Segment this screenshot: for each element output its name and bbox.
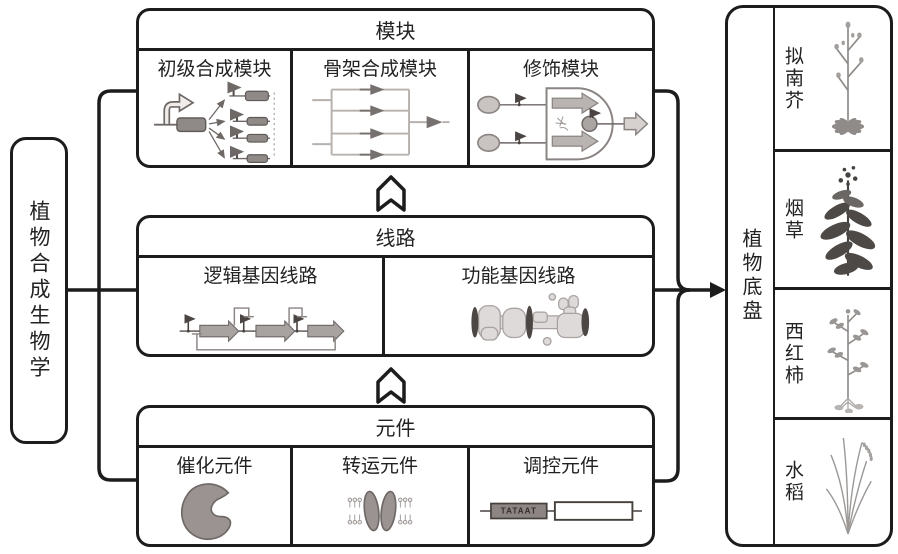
cell-modification-module: 修饰模块 <box>470 51 652 165</box>
modification-module-icon <box>470 81 652 165</box>
modules-header: 模块 <box>139 11 652 51</box>
cell-label: 修饰模块 <box>522 59 599 80</box>
cell-label: 功能基因线路 <box>461 266 576 287</box>
modules-box: 模块 初级合成模块 <box>136 8 655 168</box>
skeleton-synthesis-module-icon <box>293 81 467 165</box>
chassis-label: 植物底盘 <box>739 228 761 324</box>
plant-label: 拟南芥 <box>782 45 803 112</box>
cell-logic-gene-circuit: 逻辑基因线路 <box>139 258 385 354</box>
cell-label: 逻辑基因线路 <box>203 266 318 287</box>
root-node-box: 植物合成生物学 <box>10 137 68 444</box>
chassis-arrowhead-icon <box>710 282 726 298</box>
elements-cells: 催化元件 转运元件 <box>139 448 652 544</box>
cell-label: 转运元件 <box>341 456 418 477</box>
elements-box: 元件 催化元件 转运元件 <box>136 405 655 547</box>
right-bus-bottom-line <box>651 288 691 483</box>
plant-label: 烟草 <box>782 197 803 242</box>
cell-transport-element: 转运元件 <box>293 448 470 544</box>
cell-label: 骨架合成模块 <box>322 59 437 80</box>
chassis-panels: 拟南芥 <box>775 8 890 544</box>
plant-label: 水稻 <box>782 460 803 504</box>
catalytic-element-icon <box>139 478 290 544</box>
plant-panel-rice: 水稻 <box>775 420 890 544</box>
circuits-cells: 逻辑基因线路 <box>139 258 652 354</box>
plant-label: 西红柿 <box>782 320 803 387</box>
tataat-box-label: TATAAT <box>501 507 537 516</box>
up-chevron-icon-elements-to-circuits <box>376 175 406 212</box>
tobacco-plant-image <box>806 157 890 283</box>
cell-label: 催化元件 <box>176 456 253 477</box>
transport-element-icon <box>293 478 467 544</box>
plant-panel-tomato: 西红柿 <box>775 290 890 420</box>
primary-synthesis-module-icon <box>139 81 290 165</box>
chassis-label-strip: 植物底盘 <box>728 8 775 544</box>
cell-primary-synthesis-module: 初级合成模块 <box>139 51 293 165</box>
cell-label: 调控元件 <box>522 456 599 477</box>
up-chevron-icon-circuits-to-modules <box>376 367 406 404</box>
circuits-header: 线路 <box>139 218 652 258</box>
logic-gene-circuit-icon <box>139 288 382 354</box>
arabidopsis-plant-image <box>806 14 890 144</box>
functional-gene-circuit-icon <box>385 288 652 354</box>
right-bus-top-line <box>651 89 691 292</box>
cell-label: 初级合成模块 <box>157 59 272 80</box>
cell-regulatory-element: 调控元件 TATAAT <box>470 448 652 544</box>
tomato-plant-image <box>806 295 890 413</box>
left-bus-line <box>97 89 140 482</box>
elements-header: 元件 <box>139 408 652 448</box>
cell-catalytic-element: 催化元件 <box>139 448 293 544</box>
cell-functional-gene-circuit: 功能基因线路 <box>385 258 652 354</box>
chassis-box: 植物底盘 拟南芥 <box>725 5 893 547</box>
plant-panel-arabidopsis: 拟南芥 <box>775 8 890 152</box>
cell-skeleton-synthesis-module: 骨架合成模块 <box>293 51 470 165</box>
plant-panel-tobacco: 烟草 <box>775 152 890 290</box>
rice-plant-image <box>806 424 890 540</box>
circuits-box: 线路 逻辑基因线路 <box>136 215 655 357</box>
modules-cells: 初级合成模块 <box>139 51 652 165</box>
regulatory-element-icon: TATAAT <box>470 478 652 544</box>
root-label: 植物合成生物学 <box>27 199 51 382</box>
